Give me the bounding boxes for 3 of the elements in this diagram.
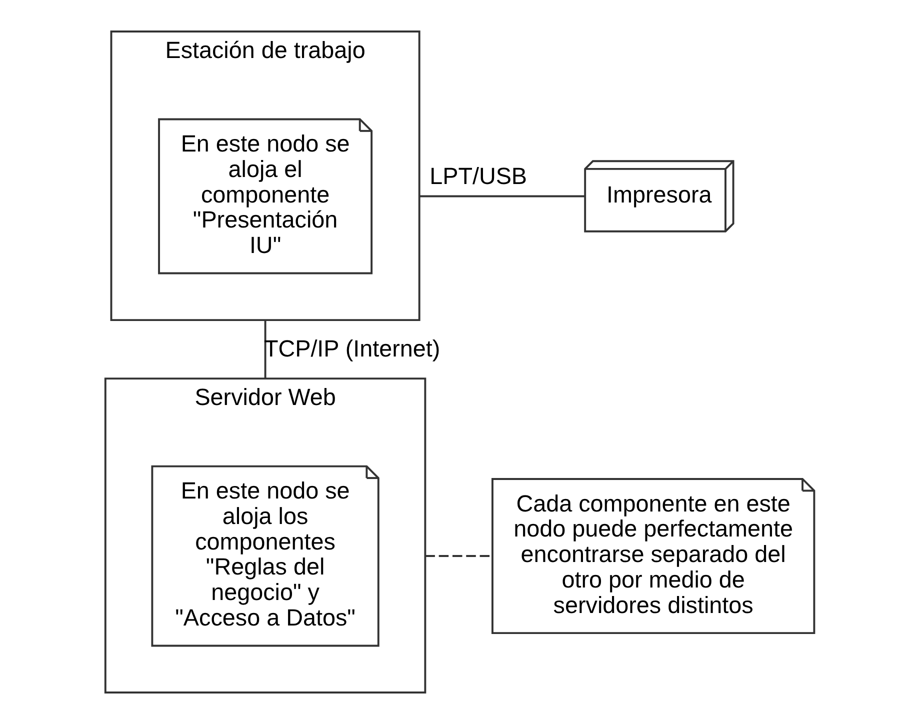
connector: [419, 195, 585, 198]
connector: [425, 555, 492, 557]
edge-label: LPT/USB: [430, 162, 528, 189]
